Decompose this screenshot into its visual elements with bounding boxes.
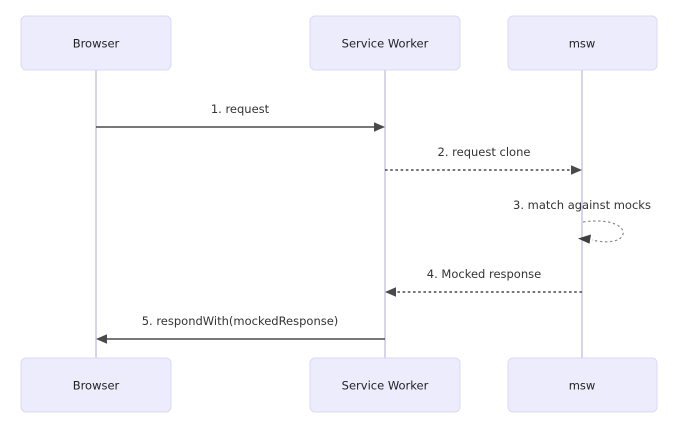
- actor-label-msw-top: msw: [569, 37, 596, 51]
- actor-box-service-worker-bottom[interactable]: [309, 357, 461, 413]
- message-2-arrowhead-icon: [571, 165, 582, 175]
- message-4-mocked-response: 4. Mocked response: [385, 267, 582, 297]
- message-2-request-clone: 2. request clone: [385, 145, 582, 175]
- actor-msw-bottom[interactable]: msw: [507, 357, 658, 413]
- message-5-label: 5. respondWith(mockedResponse): [142, 314, 339, 328]
- actor-box-browser-bottom[interactable]: [20, 357, 172, 413]
- actor-browser-top[interactable]: Browser: [20, 15, 172, 71]
- actor-box-msw-bottom[interactable]: [507, 357, 658, 413]
- message-3-match-against-mocks: 3. match against mocks: [513, 198, 651, 244]
- actor-service-worker-bottom[interactable]: Service Worker: [309, 357, 461, 413]
- message-3-self-loop-path: [582, 220, 624, 243]
- message-4-label: 4. Mocked response: [427, 267, 541, 281]
- actor-label-service-worker-top: Service Worker: [342, 37, 429, 51]
- actor-label-msw-bottom: msw: [569, 379, 596, 393]
- message-4-arrowhead-icon: [385, 287, 396, 297]
- lifelines: [95, 70, 583, 358]
- message-1-request: 1. request: [96, 102, 385, 132]
- actor-box-msw-top[interactable]: [507, 15, 658, 71]
- message-1-label: 1. request: [211, 102, 270, 116]
- actor-service-worker-top[interactable]: Service Worker: [309, 15, 461, 71]
- actor-label-service-worker-bottom: Service Worker: [342, 379, 429, 393]
- actor-boxes-top: Browser Service Worker msw: [20, 15, 658, 71]
- message-3-arrowhead-icon: [578, 234, 591, 244]
- actor-box-browser-top[interactable]: [20, 15, 172, 71]
- actor-browser-bottom[interactable]: Browser: [20, 357, 172, 413]
- actor-label-browser-bottom: Browser: [73, 379, 120, 393]
- message-3-label: 3. match against mocks: [513, 198, 651, 212]
- message-5-arrowhead-icon: [96, 334, 107, 344]
- actor-boxes-bottom: Browser Service Worker msw: [20, 357, 658, 413]
- message-1-arrowhead-icon: [374, 122, 385, 132]
- message-5-respond-with: 5. respondWith(mockedResponse): [96, 314, 385, 344]
- actor-box-service-worker-top[interactable]: [309, 15, 461, 71]
- actor-msw-top[interactable]: msw: [507, 15, 658, 71]
- message-2-label: 2. request clone: [438, 145, 531, 159]
- actor-label-browser-top: Browser: [73, 37, 120, 51]
